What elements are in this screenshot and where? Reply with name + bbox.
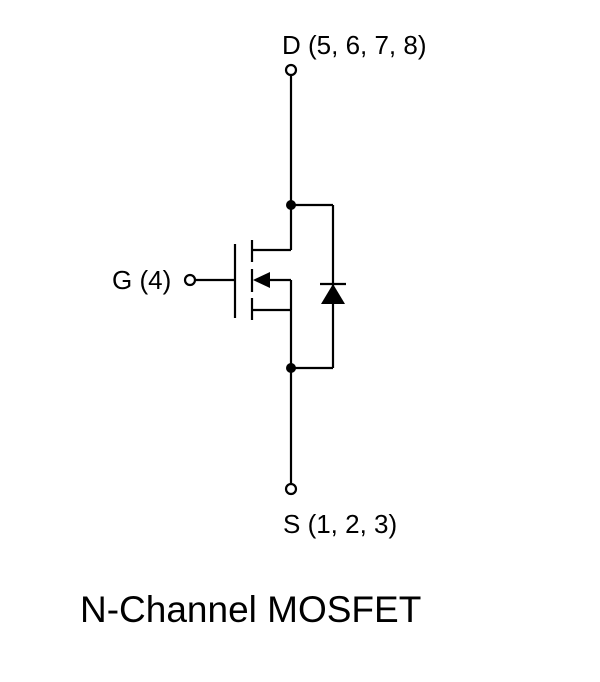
diode-triangle <box>321 284 345 304</box>
gate-terminal <box>183 273 197 287</box>
gate-label: G (4) <box>112 265 172 295</box>
drain-label: D (5, 6, 7, 8) <box>282 30 427 60</box>
drain-junction-dot <box>286 200 296 210</box>
drain-terminal <box>284 63 298 77</box>
diagram-title: N-Channel MOSFET <box>80 589 422 630</box>
source-terminal <box>284 482 298 496</box>
body-arrow <box>253 272 270 288</box>
source-junction-dot <box>286 363 296 373</box>
source-label: S (1, 2, 3) <box>283 509 398 539</box>
